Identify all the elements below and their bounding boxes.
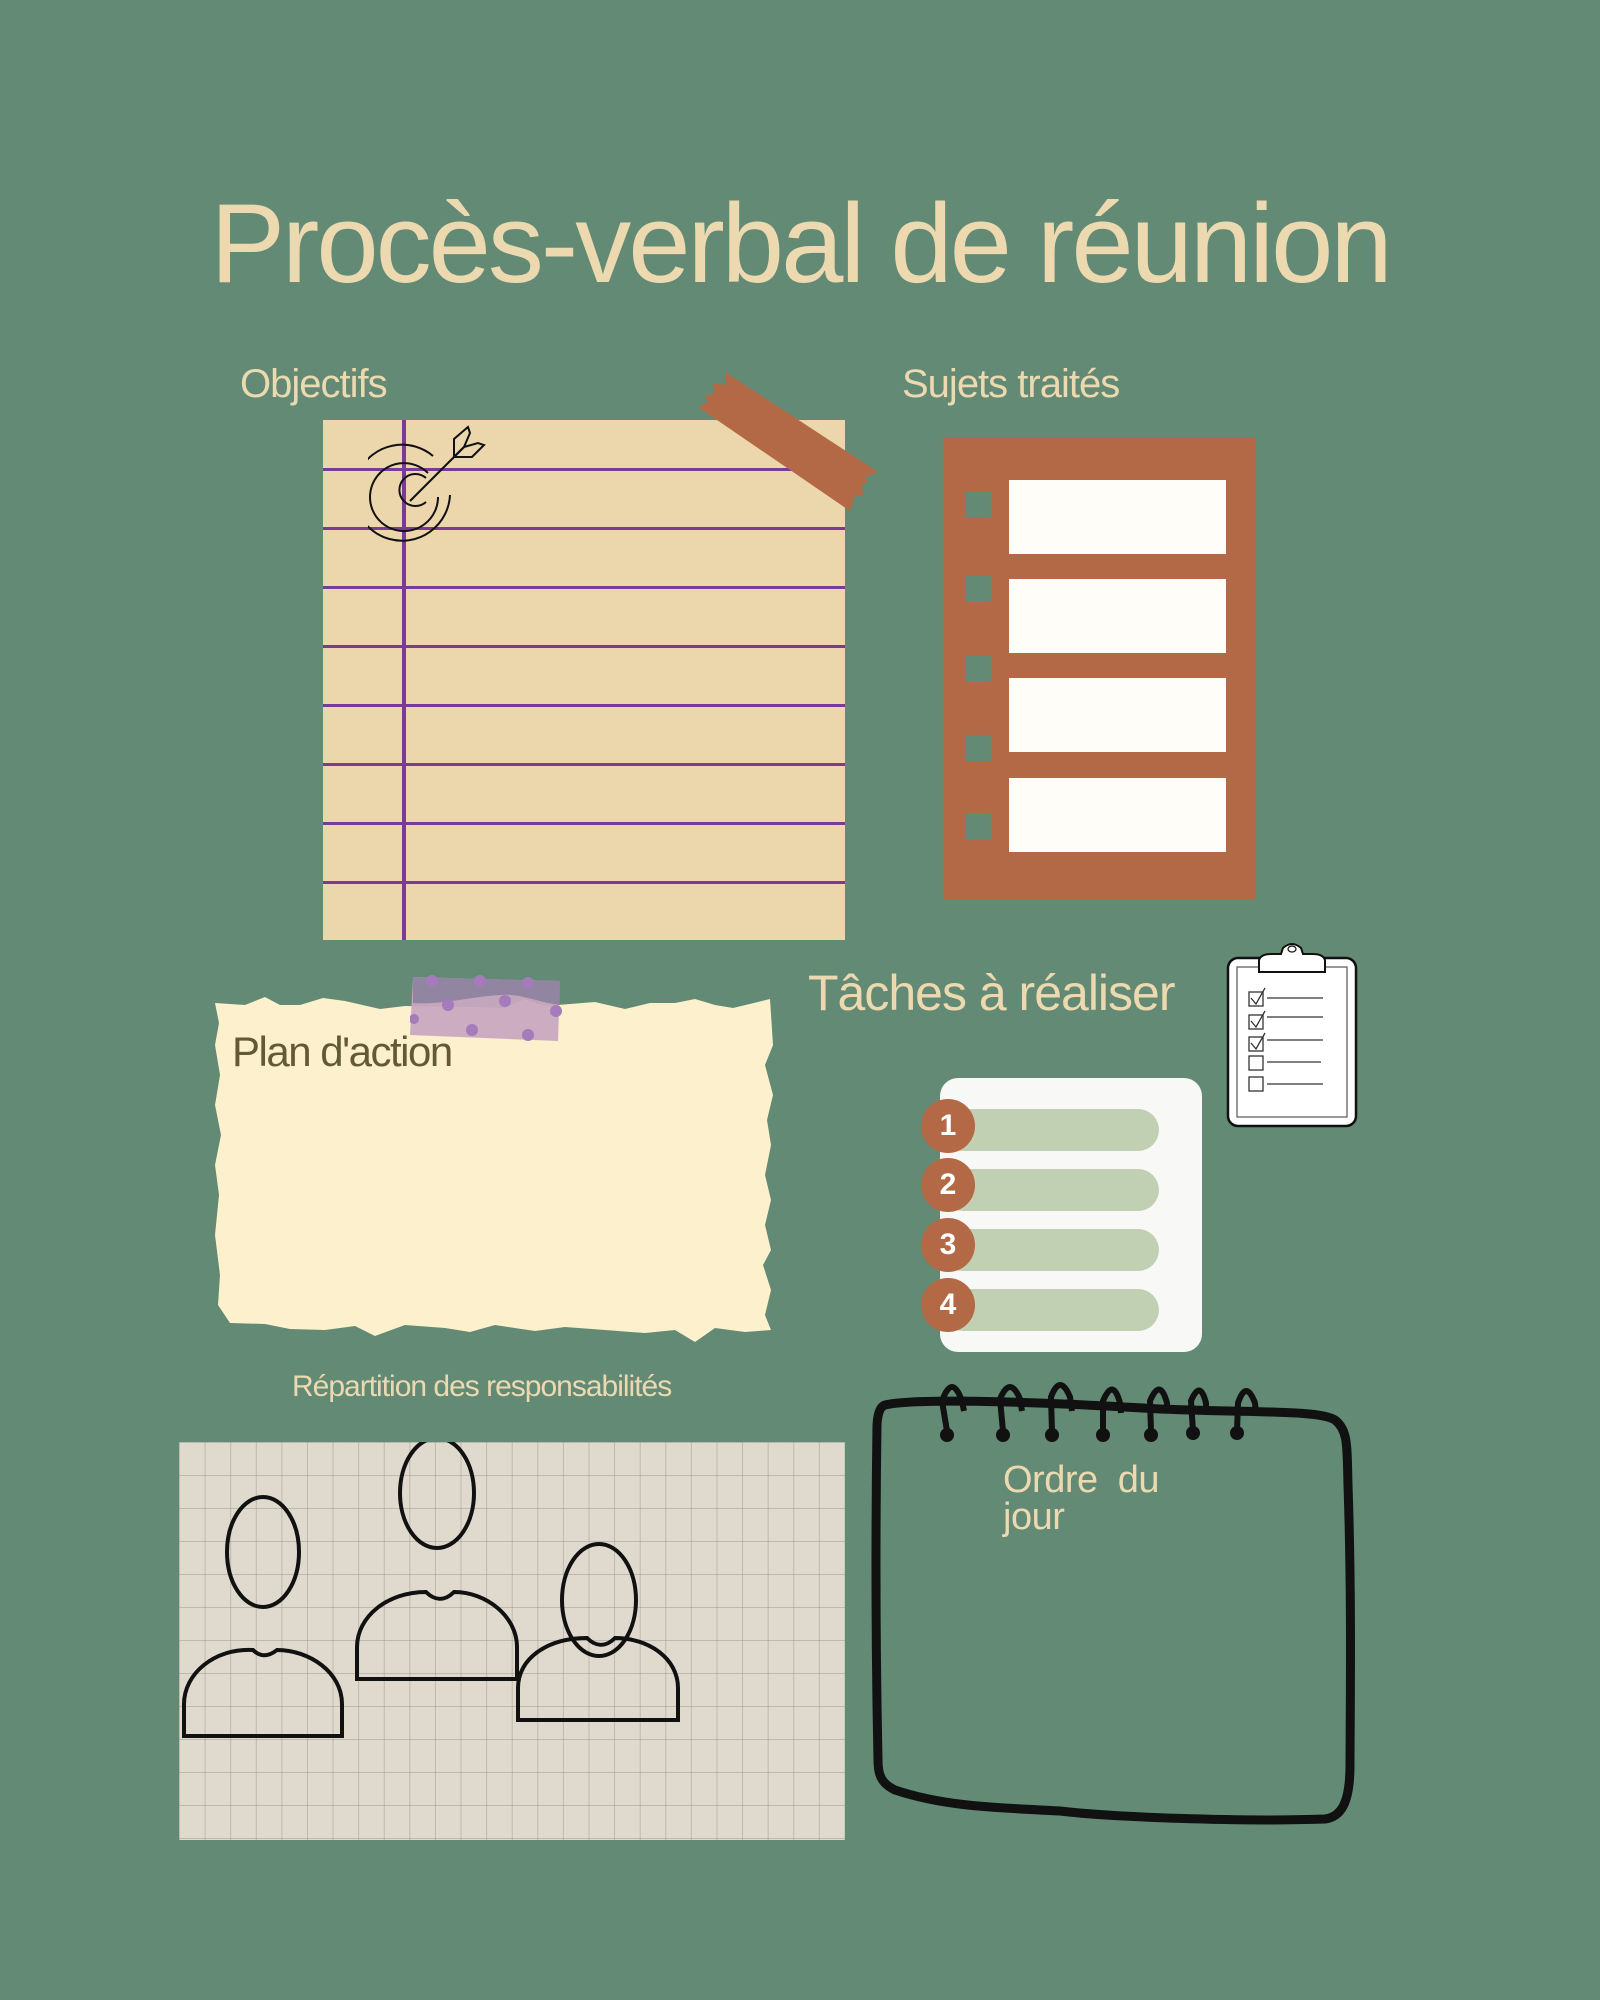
bullet-square bbox=[965, 576, 991, 602]
agenda-spiral-notebook bbox=[871, 1382, 1355, 1825]
plan-torn-paper bbox=[215, 997, 773, 1342]
sujets-label: Sujets traités bbox=[902, 362, 1120, 406]
task-bar-1[interactable] bbox=[942, 1109, 1159, 1151]
topic-field-4[interactable] bbox=[1009, 778, 1226, 852]
washi-tape bbox=[410, 975, 562, 1041]
target-icon bbox=[368, 425, 486, 542]
bullet-square bbox=[965, 735, 991, 761]
objectifs-notepad[interactable] bbox=[323, 420, 845, 940]
task-number-3: 3 bbox=[921, 1218, 975, 1272]
task-number-1: 1 bbox=[921, 1099, 975, 1153]
bullet-square bbox=[965, 492, 991, 518]
page-title: Procès-verbal de réunion bbox=[210, 181, 1392, 306]
topic-field-2[interactable] bbox=[1009, 579, 1226, 653]
taches-label: Tâches à réaliser bbox=[808, 965, 1175, 1021]
tape-strip bbox=[698, 372, 878, 511]
people-icon bbox=[182, 1442, 680, 1738]
responsibilities-grid-paper bbox=[179, 1442, 845, 1840]
clipboard-checklist-icon bbox=[1226, 943, 1358, 1128]
topic-field-3[interactable] bbox=[1009, 678, 1226, 752]
bullet-square bbox=[965, 814, 991, 840]
bullet-square bbox=[965, 656, 991, 682]
task-bar-3[interactable] bbox=[942, 1229, 1159, 1271]
task-number-2: 2 bbox=[921, 1158, 975, 1212]
ordre-label: Ordre du jour bbox=[1003, 1459, 1170, 1538]
repartition-label: Répartition des responsabilités bbox=[292, 1370, 672, 1403]
sujets-list-panel bbox=[943, 438, 1256, 900]
topic-field-1[interactable] bbox=[1009, 480, 1226, 554]
plan-label: Plan d'action bbox=[232, 1028, 453, 1075]
task-number-4: 4 bbox=[921, 1278, 975, 1332]
task-bar-4[interactable] bbox=[942, 1289, 1159, 1331]
objectifs-label: Objectifs bbox=[240, 362, 388, 406]
task-bar-2[interactable] bbox=[942, 1169, 1159, 1211]
